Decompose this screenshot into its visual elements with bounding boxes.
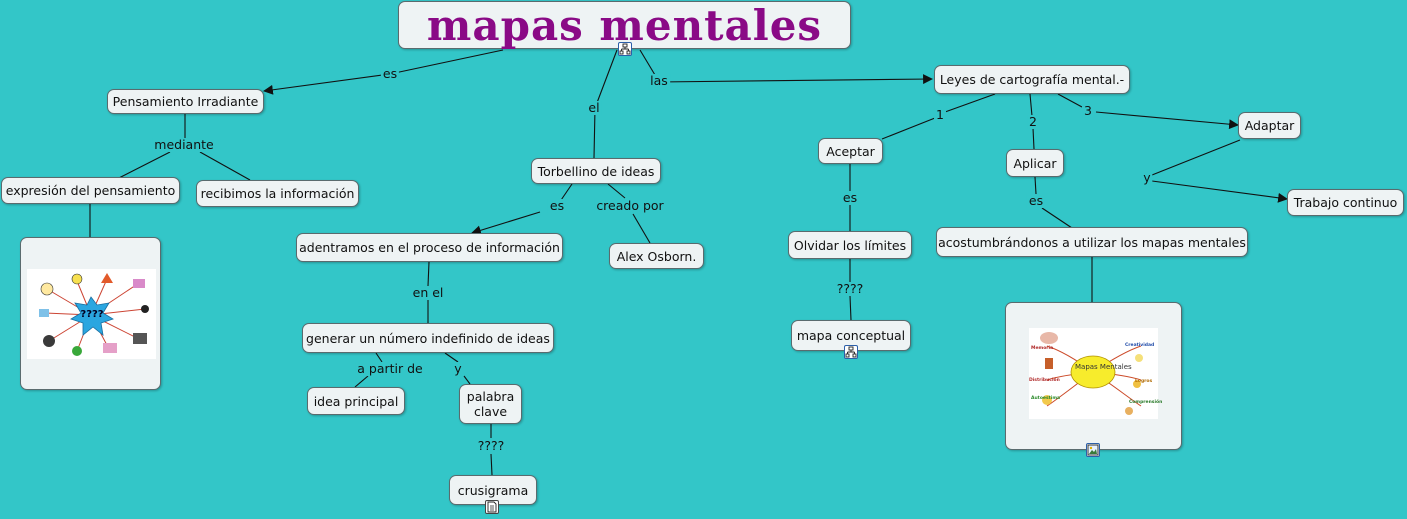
right-image-label-logros: Logros <box>1135 379 1153 384</box>
node-label: expresión del pensamiento <box>5 183 176 198</box>
link-label-question: ???? <box>834 281 866 296</box>
link-label-mediante: mediante <box>152 137 216 152</box>
node-label: Trabajo continuo <box>1293 195 1398 210</box>
node-label: Aplicar <box>1013 155 1057 171</box>
node-label: acostumbrándonos a utilizar los mapas me… <box>938 234 1246 250</box>
node-image-right[interactable]: Mapas Mentales Memoria Creatividad Distr… <box>1005 302 1182 450</box>
node-label: recibimos la información <box>200 186 355 201</box>
node-torbellino-ideas[interactable]: Torbellino de ideas <box>531 158 661 184</box>
link-label-y: y <box>452 361 464 376</box>
node-label: crusigrama <box>457 482 529 498</box>
right-image-label-distribucion: Distribución <box>1029 378 1060 383</box>
right-image-label-autoestima: Autoestima <box>1031 396 1061 401</box>
link-label-es: es <box>840 190 860 205</box>
node-leyes-cartografia[interactable]: Leyes de cartografía mental.- <box>934 65 1130 94</box>
link-label-es: es <box>1026 193 1046 208</box>
map-title-text: mapas mentales <box>426 0 823 50</box>
image-icon[interactable] <box>1086 443 1100 457</box>
node-trabajo-continuo[interactable]: Trabajo continuo <box>1287 189 1404 216</box>
node-image-left[interactable]: ???? <box>20 237 161 390</box>
node-aceptar[interactable]: Aceptar <box>818 138 883 164</box>
link-label-es: es <box>380 66 400 81</box>
node-adaptar[interactable]: Adaptar <box>1238 112 1301 139</box>
right-image-label-comprension: Comprensión <box>1129 400 1163 405</box>
node-label: idea principal <box>313 393 399 409</box>
mind-map-illustration <box>1040 332 1143 415</box>
link-label-las: las <box>648 73 670 88</box>
node-label: adentramos en el proceso de información <box>299 240 560 255</box>
node-adentramos[interactable]: adentramos en el proceso de información <box>296 233 563 262</box>
mind-map-image-left: ???? <box>27 269 156 359</box>
node-label: Pensamiento Irradiante <box>112 94 259 109</box>
concept-map-icon[interactable] <box>844 345 858 359</box>
document-glyph <box>487 501 497 513</box>
node-generar-ideas[interactable]: generar un número indefinido de ideas <box>302 323 554 353</box>
node-label: Olvidar los límites <box>793 237 907 253</box>
node-label: generar un número indefinido de ideas <box>306 330 550 346</box>
map-title[interactable]: mapas mentales <box>398 0 851 50</box>
right-image-label-memoria: Memoria <box>1031 346 1054 351</box>
concept-map-glyph <box>619 43 631 55</box>
node-label: Alex Osborn. <box>616 248 697 264</box>
concept-map-glyph <box>845 346 857 358</box>
document-icon[interactable] <box>485 500 499 514</box>
link-label-y: y <box>1141 170 1153 185</box>
link-label-creado-por: creado por <box>594 198 666 213</box>
right-image-label-creatividad: Creatividad <box>1125 343 1155 348</box>
node-label: Torbellino de ideas <box>537 163 655 179</box>
link-label-3: 3 <box>1082 103 1094 118</box>
link-label-1: 1 <box>934 107 946 122</box>
node-label: Adaptar <box>1244 118 1295 133</box>
link-label-es: es <box>547 198 567 213</box>
link-label-2: 2 <box>1027 114 1039 129</box>
node-label: Leyes de cartografía mental.- <box>939 72 1125 87</box>
node-alex-osborn[interactable]: Alex Osborn. <box>609 243 704 269</box>
mind-map-illustration <box>39 273 149 356</box>
link-label-el: el <box>586 100 602 115</box>
node-mapa-conceptual[interactable]: mapa conceptual <box>791 320 911 351</box>
node-pensamiento-irradiante[interactable]: Pensamiento Irradiante <box>107 89 264 114</box>
mind-map-image-right: Mapas Mentales Memoria Creatividad Distr… <box>1029 328 1162 419</box>
left-image-center-text: ???? <box>80 309 104 320</box>
image-glyph <box>1087 444 1099 456</box>
node-olvidar-limites[interactable]: Olvidar los límites <box>788 231 912 259</box>
node-label: Aceptar <box>826 143 875 159</box>
node-recibimos-informacion[interactable]: recibimos la información <box>196 180 359 207</box>
node-label: mapa conceptual <box>796 328 906 343</box>
node-label: palabra clave <box>466 389 515 419</box>
node-expresion-pensamiento[interactable]: expresión del pensamiento <box>1 177 180 204</box>
link-label-question: ???? <box>475 438 507 453</box>
node-acostumbrandonos[interactable]: acostumbrándonos a utilizar los mapas me… <box>936 227 1248 257</box>
node-idea-principal[interactable]: idea principal <box>307 387 405 415</box>
link-label-a-partir-de: a partir de <box>355 361 425 376</box>
concept-map-icon[interactable] <box>618 42 632 56</box>
node-aplicar[interactable]: Aplicar <box>1006 149 1064 177</box>
node-palabra-clave[interactable]: palabra clave <box>459 384 522 424</box>
right-image-center-text: Mapas Mentales <box>1075 363 1132 371</box>
link-label-en-el: en el <box>410 285 446 300</box>
